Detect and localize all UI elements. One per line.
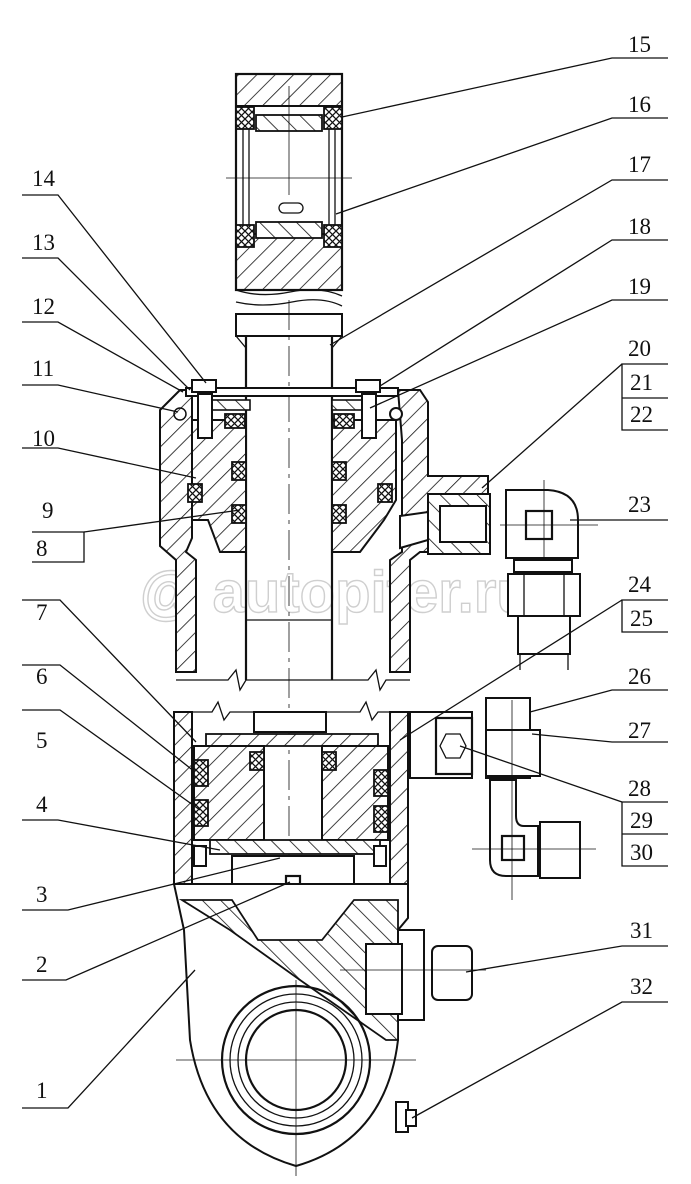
callout-6: 6 — [36, 664, 48, 689]
callout-5: 5 — [36, 728, 48, 753]
callout-27: 27 — [628, 718, 651, 743]
leader-lines — [22, 57, 668, 1119]
callout-17: 17 — [628, 152, 651, 177]
callout-18: 18 — [628, 214, 651, 239]
callout-14: 14 — [32, 166, 56, 191]
elbow-fitting-upper — [500, 480, 598, 670]
callout-labels: 1 2 3 4 5 6 7 8 9 10 11 12 13 14 15 16 1… — [32, 32, 653, 1103]
callout-31: 31 — [630, 918, 653, 943]
callout-22: 22 — [630, 402, 653, 427]
callout-2: 2 — [36, 952, 48, 977]
callout-28: 28 — [628, 776, 651, 801]
callout-15: 15 — [628, 32, 651, 57]
callout-12: 12 — [32, 294, 55, 319]
callout-25: 25 — [630, 606, 653, 631]
callout-10: 10 — [32, 426, 55, 451]
callout-32: 32 — [630, 974, 653, 999]
top-eye-part — [226, 72, 352, 307]
callout-11: 11 — [32, 356, 54, 381]
callout-30: 30 — [630, 840, 653, 865]
bottom-eye-part — [172, 883, 486, 1176]
callout-3: 3 — [36, 882, 48, 907]
callout-4: 4 — [36, 792, 48, 817]
callout-20: 20 — [628, 336, 651, 361]
callout-19: 19 — [628, 274, 651, 299]
callout-26: 26 — [628, 664, 651, 689]
callout-8: 8 — [36, 536, 48, 561]
callout-29: 29 — [630, 808, 653, 833]
callout-16: 16 — [628, 92, 651, 117]
elbow-fitting-lower — [409, 697, 596, 900]
lower-cylinder — [173, 711, 409, 897]
callout-21: 21 — [630, 370, 653, 395]
cylinder-head — [159, 379, 491, 673]
callout-13: 13 — [32, 230, 55, 255]
watermark: @ autopiter.ru — [140, 560, 532, 625]
callout-23: 23 — [628, 492, 651, 517]
callout-24: 24 — [628, 572, 652, 597]
callout-1: 1 — [36, 1078, 48, 1103]
callout-7: 7 — [36, 600, 48, 625]
callout-9: 9 — [42, 498, 54, 523]
